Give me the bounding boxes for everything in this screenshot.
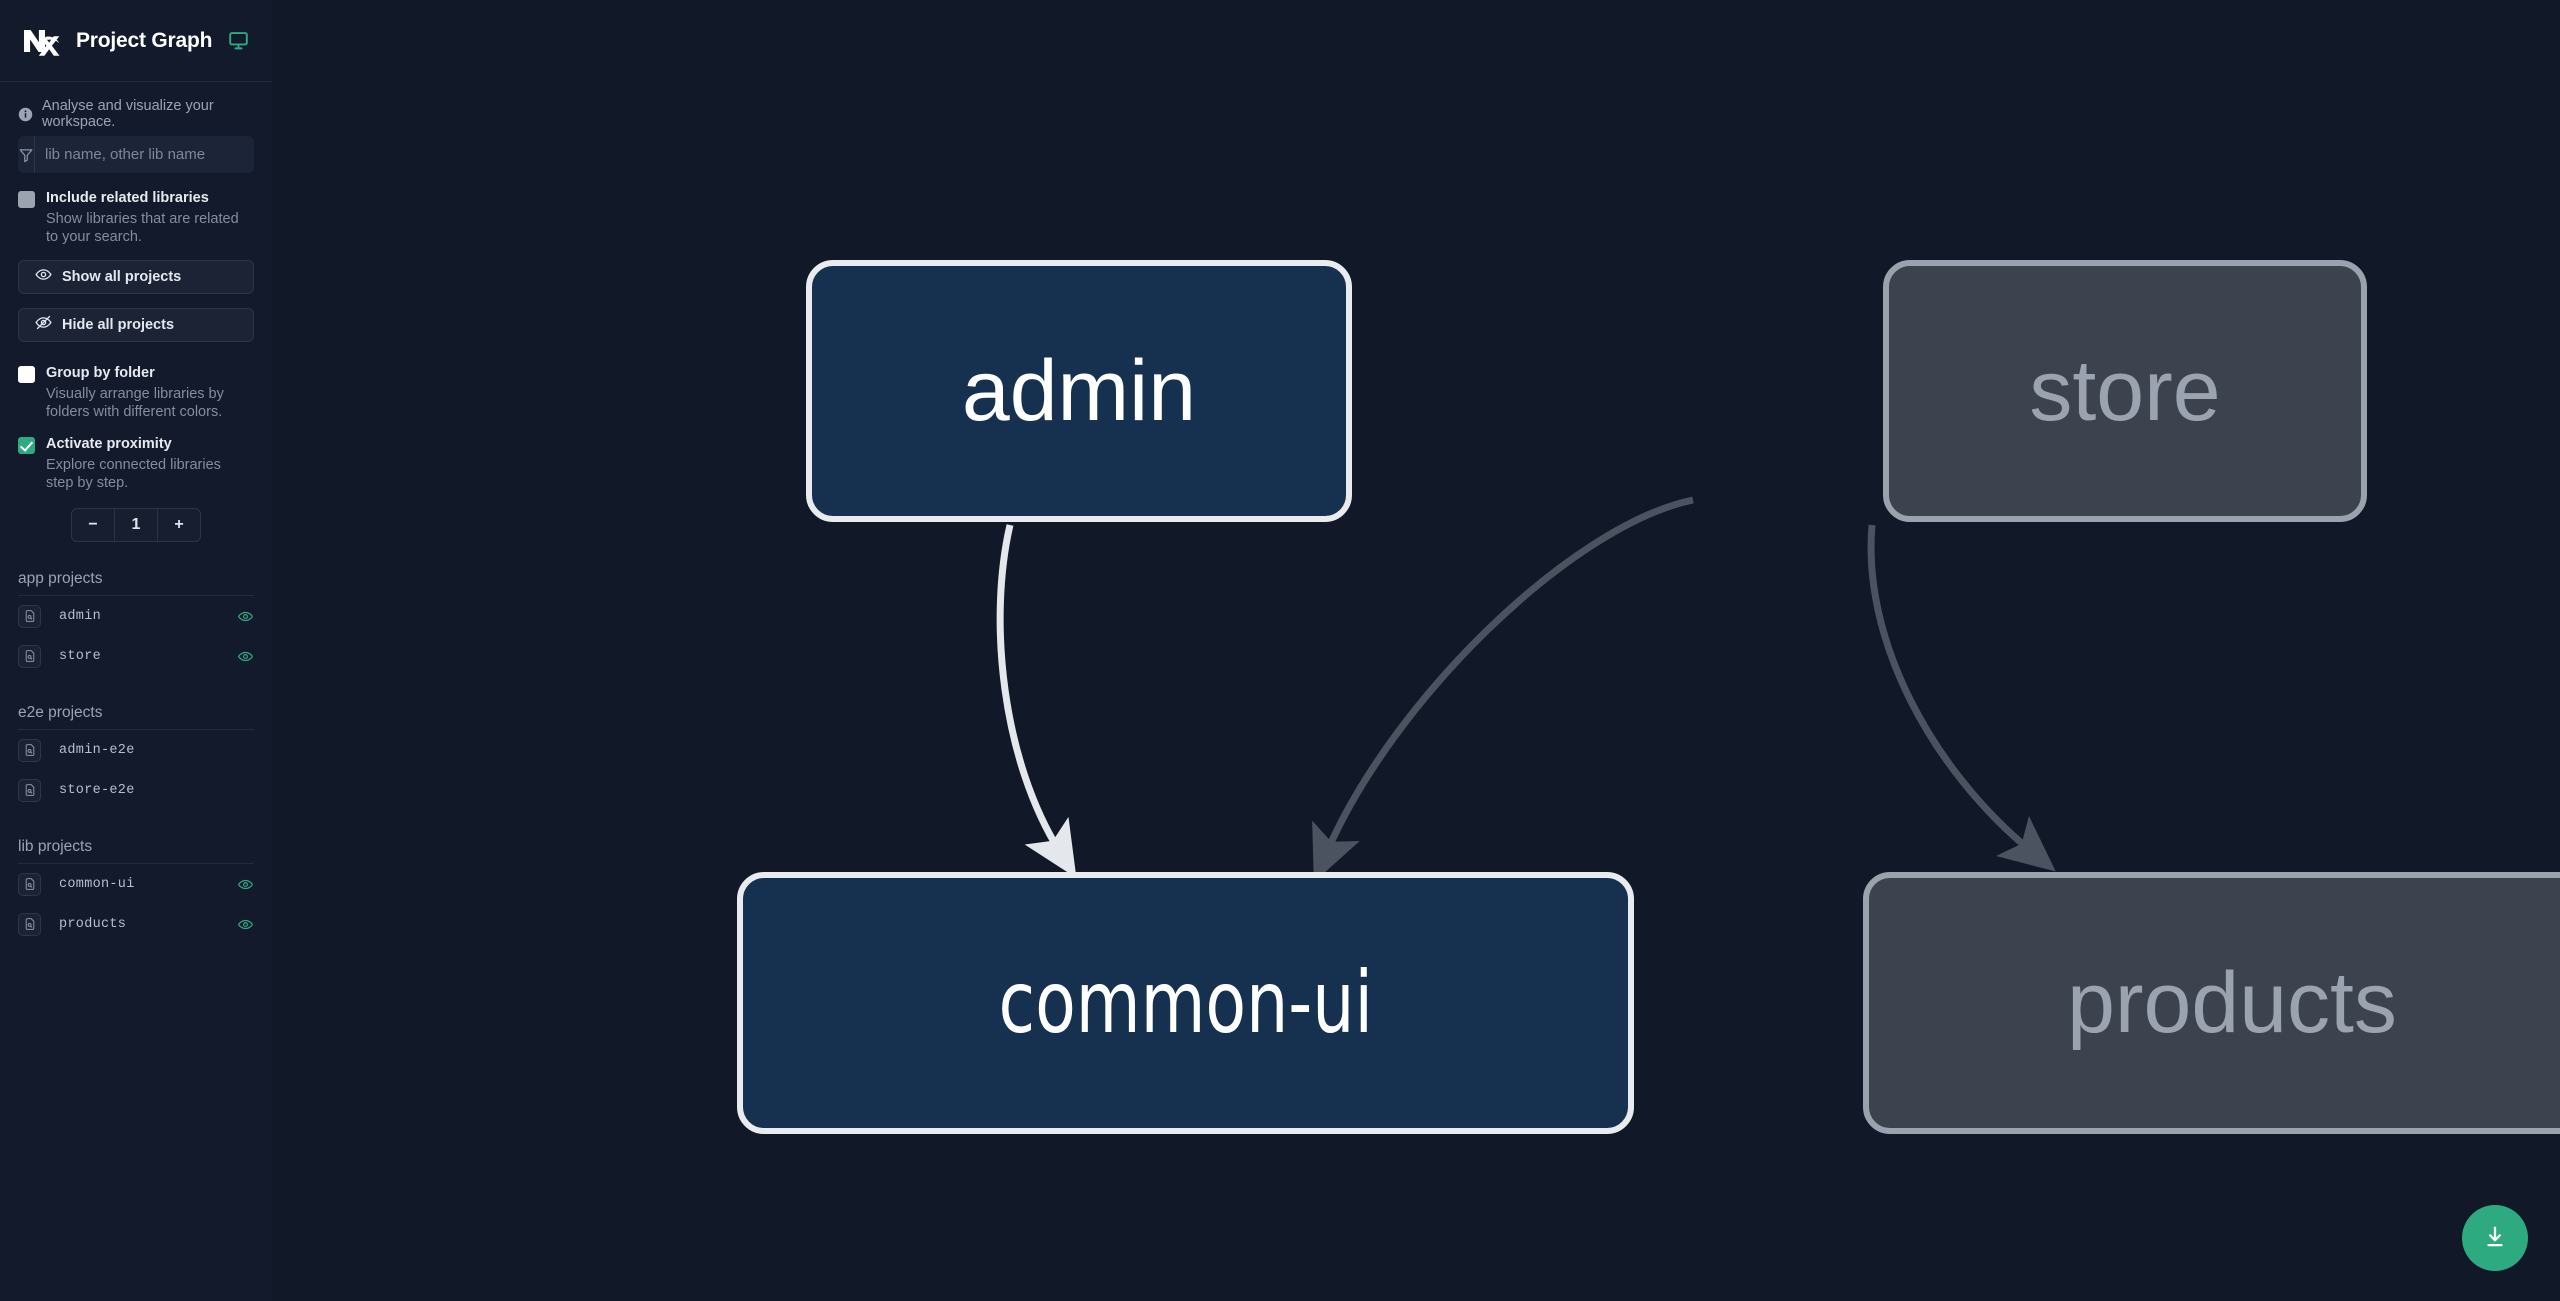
sidebar: Project Graph Analyse and visualize your… [0, 0, 272, 1301]
project-name: admin [59, 608, 102, 624]
graph-node-common-ui[interactable]: common-ui [737, 872, 1634, 1134]
edge-store-products [1867, 524, 2056, 872]
option-description: Show libraries that are related to your … [46, 211, 239, 245]
graph-node-products[interactable]: products [1863, 872, 2560, 1134]
proximity-stepper[interactable]: − 1 + [71, 508, 201, 542]
project-name: products [59, 916, 127, 932]
project-graph-canvas[interactable]: admin store common-ui products [272, 0, 2560, 1301]
hide-all-projects-label: Hide all projects [62, 317, 175, 333]
graph-node-label: common-ui [998, 953, 1373, 1053]
option-description: Visually arrange libraries by folders wi… [46, 386, 224, 420]
page-title: Project Graph [76, 28, 213, 52]
project-row-store-e2e[interactable]: store-e2e [18, 770, 254, 810]
project-row-store[interactable]: store [18, 636, 254, 676]
proximity-increment-button[interactable]: + [174, 516, 184, 533]
graph-node-store[interactable]: store [1883, 260, 2367, 522]
search-box[interactable] [18, 136, 254, 173]
option-label: Group by folder [46, 365, 155, 381]
project-name: common-ui [59, 876, 135, 892]
project-visibility-eye-icon[interactable] [237, 876, 254, 893]
proximity-value: 1 [131, 516, 141, 533]
show-all-projects-button[interactable]: Show all projects [18, 260, 254, 294]
checkbox-include-related-libraries[interactable] [18, 191, 35, 208]
show-all-projects-label: Show all projects [62, 269, 182, 285]
project-name: store-e2e [59, 782, 135, 798]
project-name: admin-e2e [59, 742, 135, 758]
stepper-divider [157, 509, 158, 541]
project-file-icon [18, 872, 41, 896]
proximity-decrement-button[interactable]: − [88, 516, 98, 533]
project-row-admin-e2e[interactable]: admin-e2e [18, 730, 254, 770]
project-group-title-lib-projects: lib projects [18, 838, 254, 864]
project-row-admin[interactable]: admin [18, 596, 254, 636]
project-file-icon [18, 778, 41, 802]
download-button[interactable] [2462, 1205, 2528, 1271]
sidebar-header: Project Graph [0, 0, 272, 82]
stepper-divider [114, 509, 115, 541]
project-file-icon [18, 644, 41, 668]
project-visibility-eye-icon[interactable] [237, 608, 254, 625]
project-visibility-eye-icon[interactable] [237, 916, 254, 933]
project-group-title-e2e-projects: e2e projects [18, 704, 254, 730]
checkbox-group-by-folder[interactable] [18, 366, 35, 383]
project-group-title-app-projects: app projects [18, 570, 254, 596]
option-activate-proximity[interactable]: Activate proximity Explore connected lib… [18, 435, 254, 492]
sidebar-body: Include related libraries Show libraries… [0, 128, 272, 944]
graph-edges [996, 496, 2056, 883]
hide-all-projects-button[interactable]: Hide all projects [18, 308, 254, 342]
eye-icon [35, 266, 52, 288]
graph-node-label: products [2067, 955, 2397, 1051]
graph-node-label: admin [961, 343, 1197, 439]
option-description: Explore connected libraries step by step… [46, 457, 221, 491]
project-file-icon [18, 912, 41, 936]
option-include-related-libraries[interactable]: Include related libraries Show libraries… [18, 189, 254, 246]
option-label: Include related libraries [46, 190, 209, 206]
tagline: Analyse and visualize your workspace. [0, 82, 272, 130]
download-icon [2482, 1224, 2508, 1253]
option-label: Activate proximity [46, 436, 172, 452]
edge-admin-common-ui [996, 524, 1077, 879]
graph-node-admin[interactable]: admin [806, 260, 1352, 522]
project-row-common-ui[interactable]: common-ui [18, 864, 254, 904]
filter-icon [18, 136, 35, 173]
option-group-by-folder[interactable]: Group by folder Visually arrange librari… [18, 364, 254, 421]
project-groups: app projects admin store e2e projects admin-… [18, 570, 254, 944]
project-file-icon [18, 738, 41, 762]
monitor-icon[interactable] [228, 30, 249, 51]
edge-store-common-ui [1312, 496, 1694, 883]
nx-logo-icon [18, 20, 62, 62]
project-visibility-eye-icon[interactable] [237, 648, 254, 665]
tagline-text: Analyse and visualize your workspace. [42, 98, 214, 130]
project-name: store [59, 648, 102, 664]
graph-node-label: store [2029, 343, 2221, 439]
search-input[interactable] [35, 136, 254, 173]
checkbox-activate-proximity[interactable] [18, 437, 35, 454]
info-icon [18, 107, 33, 122]
project-row-products[interactable]: products [18, 904, 254, 944]
project-file-icon [18, 604, 41, 628]
eye-off-icon [35, 314, 52, 336]
